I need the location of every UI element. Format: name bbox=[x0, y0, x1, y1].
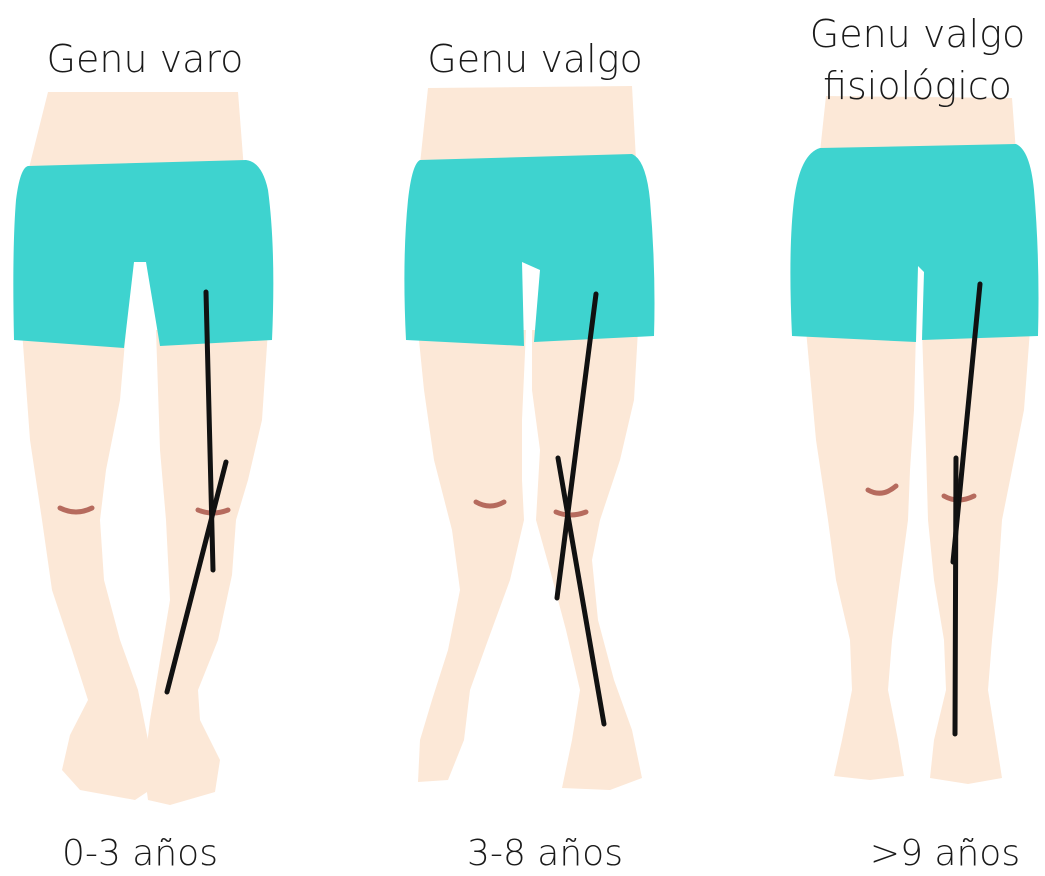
figure-genu-valgo-fisiologico bbox=[790, 96, 1038, 784]
figure-genu-varo bbox=[13, 92, 273, 805]
waist-skin bbox=[28, 92, 244, 172]
shorts bbox=[13, 160, 273, 348]
panel-title-line2: fisiológico bbox=[795, 60, 1040, 112]
figure-genu-valgo bbox=[404, 86, 654, 790]
age-label-genu-valgo: 3-8 años bbox=[430, 832, 660, 876]
waist-skin bbox=[420, 86, 636, 164]
tibia-axis-line bbox=[955, 458, 956, 734]
right-leg bbox=[532, 330, 642, 790]
left-leg bbox=[806, 330, 916, 780]
left-leg bbox=[22, 330, 150, 800]
panel-title-genu-valgo: Genu valgo bbox=[400, 36, 670, 82]
right-leg bbox=[922, 330, 1030, 784]
age-label-genu-varo: 0-3 años bbox=[30, 832, 250, 876]
panel-title-genu-varo: Genu varo bbox=[20, 36, 270, 82]
panel-title-line1: Genu valgo bbox=[795, 8, 1040, 60]
shorts bbox=[404, 154, 654, 346]
age-label-genu-valgo-fisiologico: >9 años bbox=[845, 832, 1045, 876]
right-leg bbox=[144, 330, 268, 805]
panel-title-genu-valgo-fisiologico: Genu valgo fisiológico bbox=[795, 8, 1040, 112]
shorts bbox=[790, 144, 1038, 342]
left-leg bbox=[418, 330, 526, 782]
